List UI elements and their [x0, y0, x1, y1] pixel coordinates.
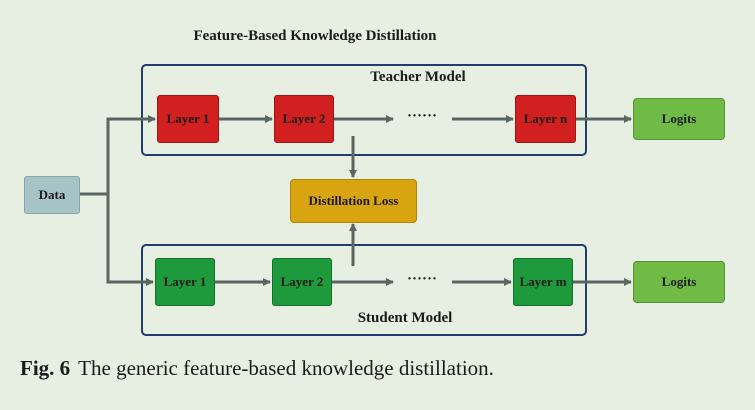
- split-to-teacher-arrow: [106, 115, 156, 194]
- student-model-box: [141, 244, 587, 336]
- teacher-layer-2: Layer 2: [274, 95, 334, 143]
- distillation-loss-node: Distillation Loss: [290, 179, 417, 223]
- teacher-logits-node: Logits: [633, 98, 725, 140]
- teacher-layer-1: Layer 1: [157, 95, 219, 143]
- data-node: Data: [24, 176, 80, 214]
- student-layer-m: Layer m: [513, 258, 573, 306]
- teacher-model-box: [141, 64, 587, 156]
- diagram-title: Feature-Based Knowledge Distillation: [193, 28, 437, 44]
- teacher-layer-n: Layer n: [515, 95, 576, 143]
- student-logits-node: Logits: [633, 261, 725, 303]
- student-layer-1: Layer 1: [155, 258, 215, 306]
- caption-text: The generic feature-based knowledge dist…: [78, 356, 494, 380]
- teacher-ellipsis: ······: [407, 108, 438, 124]
- student-layer-2: Layer 2: [272, 258, 332, 306]
- student-ellipsis: ······: [407, 271, 438, 287]
- student-model-label: Student Model: [357, 310, 453, 326]
- split-to-student-arrow: [106, 194, 154, 286]
- figure-caption: Fig. 6 The generic feature-based knowledg…: [20, 356, 494, 381]
- figure-number: Fig. 6: [20, 356, 71, 380]
- teacher-model-label: Teacher Model: [370, 69, 466, 85]
